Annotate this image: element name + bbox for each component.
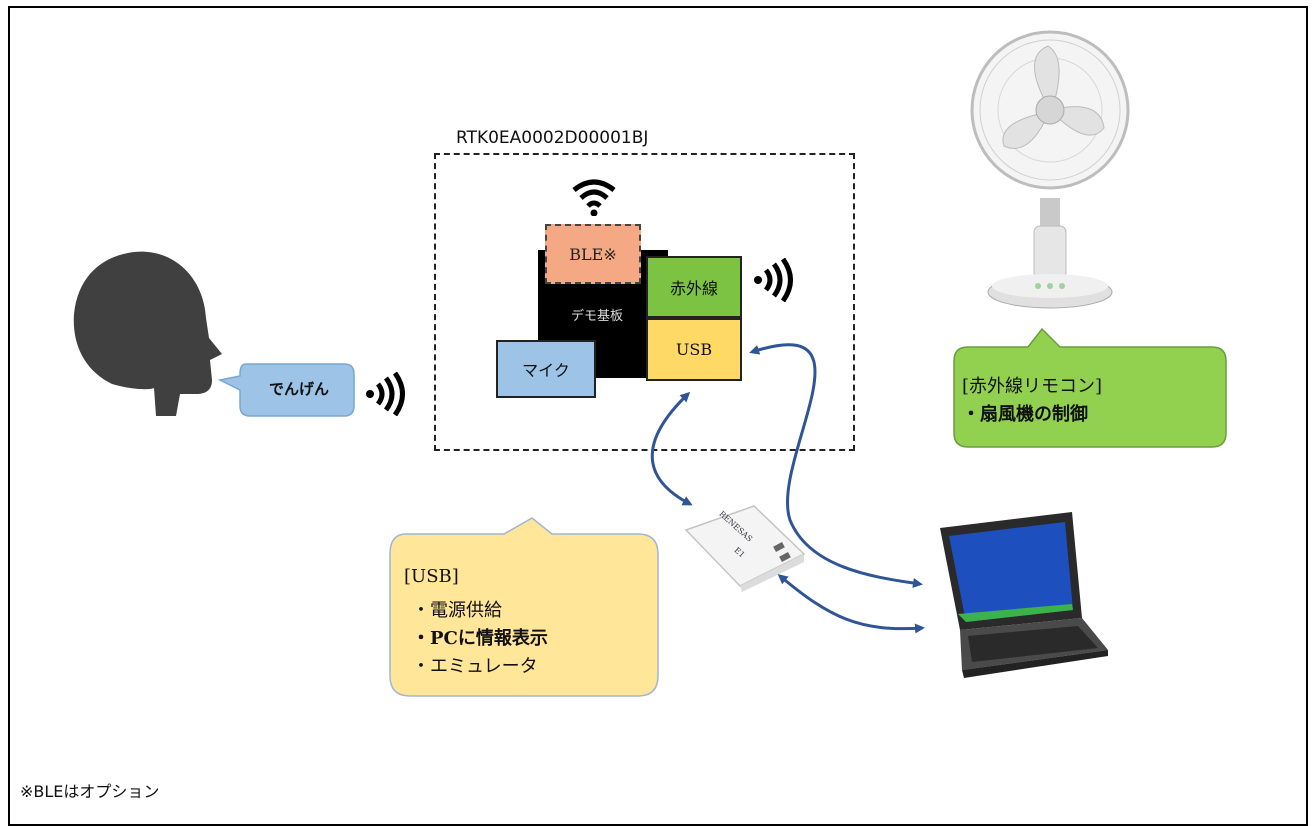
speech-text: でんげん [268,380,329,398]
usb-callout-bubble [389,517,659,697]
laptop-icon [940,512,1108,678]
usb-callout-item-power: ・電源供給 [412,600,502,621]
arrow-usb-to-emulator [650,391,693,506]
arrow-emulator-to-laptop [777,574,925,634]
ir-callout-bubble [953,327,1227,448]
usb-callout-title: [USB] [404,566,459,587]
wifi-icon [572,179,616,216]
footnote: ※BLEはオプション [20,782,160,801]
sound-wave-icon [366,372,405,416]
demo-board-label: デモ基板 [571,309,624,324]
mic-module: マイク [496,340,596,398]
head-silhouette-icon [73,251,222,416]
fan-icon [970,30,1130,309]
ir-module: 赤外線 [646,256,742,318]
usb-module: USB [646,318,742,381]
ir-callout-title: [赤外線リモコン] [962,376,1103,397]
board-outline [434,153,855,451]
ir-callout-item: ・扇風機の制御 [962,404,1088,425]
board-model-label: RTK0EA0002D00001BJ [456,128,649,148]
speech-bubble [218,363,355,417]
usb-callout-item-emulator: ・エミュレータ [412,656,538,677]
arrow-usb-to-laptop [749,343,923,588]
usb-callout-item-pc: ・PCに情報表示 [412,628,548,649]
ble-module: BLE※ [545,224,641,284]
ir-signal-icon [754,258,793,302]
